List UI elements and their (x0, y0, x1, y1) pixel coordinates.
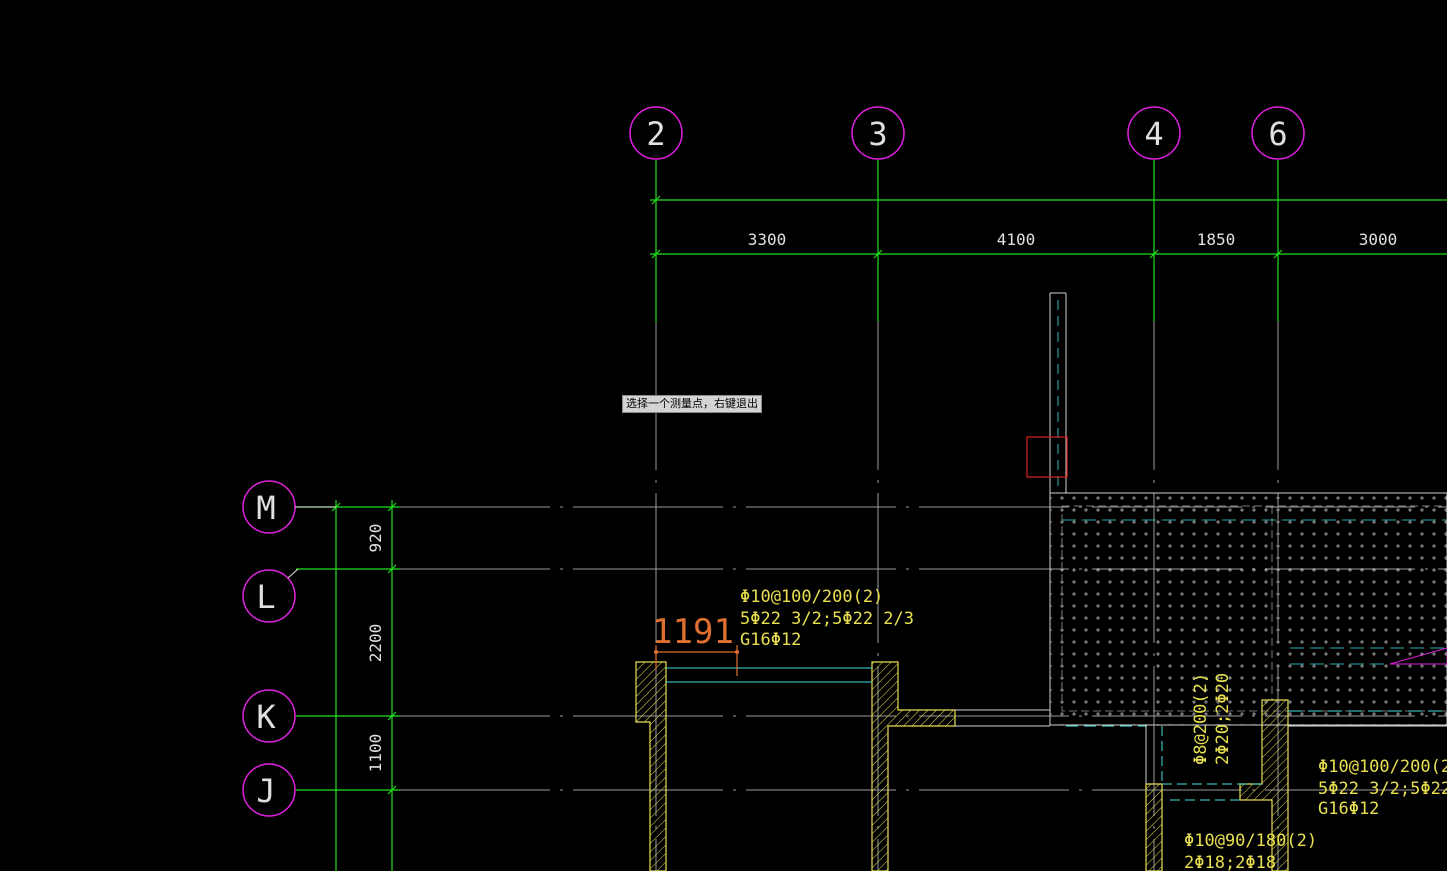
left-dimension-chain (296, 500, 400, 871)
rebar-c-line1: Φ10@100/200(2) (1318, 757, 1447, 777)
dim-top-2: 1850 (1197, 230, 1236, 249)
rebar-a-line2: 5Φ22 3/2;5Φ22 2/3 (740, 609, 914, 629)
axis-bubbles-left: M L K J (242, 480, 336, 817)
dim-left-0: 920 (366, 524, 385, 553)
axis-bubbles-top: 2 3 4 6 (629, 106, 1305, 160)
axis-bubble-l[interactable]: L (242, 568, 299, 623)
beam-lines (666, 667, 1447, 801)
axis-label-3: 3 (868, 115, 887, 153)
rebar-a-line3: G16Φ12 (740, 630, 801, 650)
axis-bubble-3[interactable]: 3 (851, 106, 905, 160)
rebar-b-line2: 2Φ20;2Φ20 (1213, 673, 1233, 765)
axis-label-j: J (256, 772, 275, 810)
axis-label-4: 4 (1144, 115, 1163, 153)
rebar-c-line2: 5Φ22 3/2;5Φ22 2/ (1318, 779, 1447, 799)
rebar-annotations: Φ10@100/200(2) 5Φ22 3/2;5Φ22 2/3 G16Φ12 … (740, 587, 1447, 871)
selection-box[interactable] (1026, 436, 1068, 478)
command-prompt-tooltip: 选择一个测量点，右键退出 (622, 395, 762, 413)
axis-bubble-2[interactable]: 2 (629, 106, 683, 160)
axis-label-l: L (256, 578, 275, 616)
top-dimension-chain (650, 160, 1447, 322)
measure-value: 1191 (652, 612, 734, 652)
dim-top-1: 4100 (997, 230, 1036, 249)
dim-left-2: 1100 (366, 734, 385, 773)
rebar-d-line1: Φ10@90/180(2) (1184, 831, 1317, 851)
axis-bubble-6[interactable]: 6 (1251, 106, 1305, 160)
axis-bubble-4[interactable]: 4 (1127, 106, 1181, 160)
axis-bubble-j[interactable]: J (242, 763, 296, 817)
walls (635, 661, 1289, 871)
measurement: 1191 (652, 612, 739, 676)
axis-label-2: 2 (646, 115, 665, 153)
axis-bubble-k[interactable]: K (242, 689, 296, 743)
dim-left-1: 2200 (366, 624, 385, 663)
dim-top-3: 3000 (1359, 230, 1398, 249)
top-dimension-texts: 3300 4100 1850 3000 (748, 230, 1398, 249)
slab-region[interactable] (1049, 292, 1447, 726)
axis-label-m: M (256, 489, 275, 527)
rebar-d-line2: 2Φ18;2Φ18 (1184, 853, 1276, 871)
rebar-a-line1: Φ10@100/200(2) (740, 587, 883, 607)
dim-top-0: 3300 (748, 230, 787, 249)
left-dimension-texts: 920 2200 1100 (366, 524, 385, 773)
rebar-c-line3: G16Φ12 (1318, 799, 1379, 819)
axis-label-k: K (256, 698, 276, 736)
axis-label-6: 6 (1268, 115, 1287, 153)
axis-bubble-m[interactable]: M (242, 480, 336, 534)
rebar-b-line1: Φ8@200(2) (1191, 673, 1211, 765)
